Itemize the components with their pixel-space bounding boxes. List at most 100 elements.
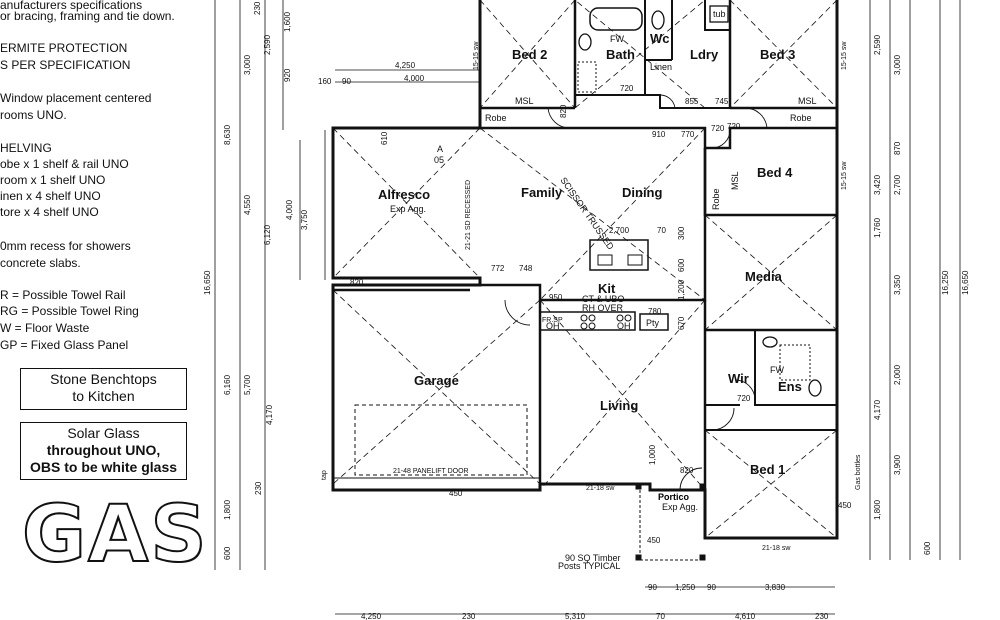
note-line: S PER SPECIFICATION — [0, 58, 131, 72]
note-line: W = Floor Waste — [0, 321, 90, 335]
room-bed3: Bed 3 — [760, 47, 795, 62]
dim-text: 1,760 — [873, 217, 882, 238]
dim-text: 1,800 — [223, 499, 232, 520]
dim-text: 1,600 — [283, 11, 292, 32]
note-line: ERMITE PROTECTION — [0, 41, 128, 55]
sw-label: 15-15 sw — [841, 41, 848, 70]
dim-text: 855 — [685, 97, 699, 106]
dim-text: 920 — [283, 68, 292, 82]
dim-text: 1,250 — [675, 583, 696, 592]
dim-text: 70 — [656, 612, 665, 620]
dim-text: 6,120 — [263, 224, 272, 245]
dim-text: 16,650 — [203, 270, 212, 295]
rh-over-label: RH OVER — [582, 303, 624, 313]
dim-text: 2,700 — [893, 174, 902, 195]
note-line: room x 1 shelf UNO — [0, 173, 106, 187]
dim-text: 4,000 — [404, 74, 425, 83]
oh-label: OH — [617, 321, 631, 331]
tub-label: tub — [713, 9, 726, 19]
msl-label: MSL — [515, 96, 534, 106]
gas-logo: GAS — [21, 489, 209, 581]
solar-glass-box: Solar Glass throughout UNO, OBS to be wh… — [20, 422, 187, 480]
linen-label: Linen — [650, 62, 672, 72]
gas-bottles-label: Gas bottles — [855, 454, 862, 490]
top-wall-2 — [480, 126, 837, 150]
exp-agg-label: Exp Agg. — [390, 204, 426, 214]
dim-text: 4,250 — [395, 61, 416, 70]
dim-text: 230 — [462, 612, 476, 620]
dim-text: 3,000 — [893, 54, 902, 75]
dim-text: 3,830 — [765, 583, 786, 592]
note-line: HELVING — [0, 141, 52, 155]
dim-text: 670 — [677, 316, 686, 330]
room-garage: Garage — [414, 373, 459, 388]
dim-text: 6,160 — [223, 374, 232, 395]
kitchen-bench — [539, 311, 636, 331]
notes-panel: anufacturers specifications or bracing, … — [0, 0, 200, 620]
dim-text: 450 — [449, 489, 463, 498]
stone-benchtops-box: Stone Benchtops to Kitchen — [20, 368, 187, 410]
room-bed2: Bed 2 — [512, 47, 547, 62]
dim-text: 90 — [648, 583, 657, 592]
dim-text: 910 — [652, 130, 666, 139]
dim-text: 772 — [491, 264, 505, 273]
oh-label: OH — [546, 321, 560, 331]
dim-text: 90 — [707, 583, 716, 592]
dim-text: 870 — [893, 141, 902, 155]
sw-label: 21-18 sw — [762, 545, 791, 552]
dim-text: 230 — [815, 612, 829, 620]
dim-text: 1,000 — [648, 444, 657, 465]
dim-text: 2,000 — [893, 364, 902, 385]
box-line: OBS to be white glass — [29, 459, 178, 475]
dim-text: 4,550 — [243, 194, 252, 215]
room-alfresco: Alfresco — [378, 187, 430, 202]
dim-text: 780 — [648, 307, 662, 316]
room-ens: Ens — [778, 379, 802, 394]
note-line: or bracing, framing and tie down. — [0, 9, 175, 23]
room-wc: Wc — [650, 31, 670, 46]
note-line: concrete slabs. — [0, 256, 81, 270]
dim-text: 4,000 — [285, 199, 294, 220]
dim-text: 1,200 — [677, 279, 686, 300]
msl-label: MSL — [798, 96, 817, 106]
exp-agg-label: Exp Agg. — [662, 502, 698, 512]
dim-text: 4,610 — [735, 612, 756, 620]
pantry — [639, 313, 669, 331]
fridge-space-label: FR.SP — [542, 317, 563, 324]
bathtub — [589, 7, 643, 31]
dim-text: 4,170 — [873, 399, 882, 420]
dim-text: 2,590 — [263, 34, 272, 55]
room-bath: Bath — [606, 47, 635, 62]
panelift-label: 21-48 PANELIFT DOOR — [393, 468, 469, 475]
dim-text: 1,800 — [873, 499, 882, 520]
dim-text: 2,700 — [609, 226, 630, 235]
note-line: R = Possible Towel Rail — [0, 288, 126, 302]
dim-text: 748 — [519, 264, 533, 273]
dim-text: 160 — [318, 77, 332, 86]
robe-label: Robe — [485, 113, 507, 123]
box-line: throughout UNO, — [46, 442, 161, 458]
room-kit: Kit — [598, 281, 616, 296]
room-bed4: Bed 4 — [757, 165, 793, 180]
room-bed1: Bed 1 — [750, 462, 785, 477]
dim-text: 450 — [838, 501, 852, 510]
dim-text: 3,750 — [300, 209, 309, 230]
garage-door-rect — [354, 404, 528, 476]
robe-label: Robe — [711, 188, 721, 210]
note-line: inen x 4 shelf UNO — [0, 189, 101, 203]
sw-label: 15-15 sw — [473, 41, 480, 70]
dim-text: 600 — [677, 258, 686, 272]
dim-text: 16,650 — [961, 270, 970, 295]
room-portico: Portico — [658, 492, 690, 502]
sw-label: 21-18 sw — [586, 485, 615, 492]
note-line: obe x 1 shelf & rail UNO — [0, 157, 129, 171]
fw-label: FW — [610, 34, 624, 44]
dim-text: 720 — [620, 84, 634, 93]
fw-label: FW — [770, 365, 784, 375]
note-line: 0mm recess for showers — [0, 239, 131, 253]
bed4-wall — [703, 148, 837, 217]
dim-text: 820 — [559, 104, 568, 118]
section-marker: 05 — [434, 155, 444, 165]
room-family: Family — [521, 185, 563, 200]
